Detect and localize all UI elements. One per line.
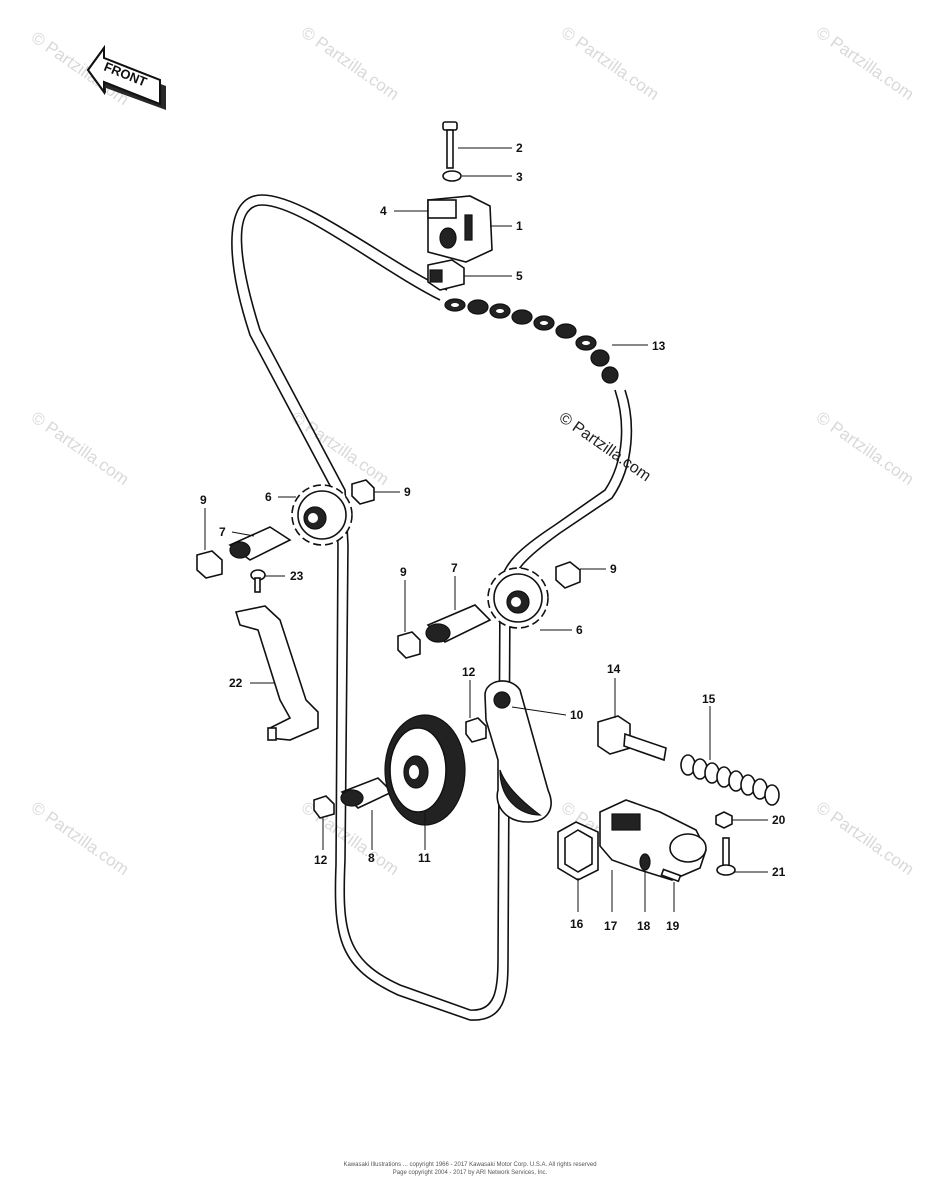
chain-guide-bracket-part-1 bbox=[427, 195, 493, 263]
tensioner-body-part-17 bbox=[599, 799, 707, 881]
gasket-part-16 bbox=[557, 821, 599, 881]
leader-lines bbox=[204, 147, 768, 912]
callout-8: 8 bbox=[368, 851, 375, 865]
callout-11: 11 bbox=[418, 851, 431, 865]
cam-chain bbox=[231, 194, 633, 1021]
push-rod-part-14 bbox=[597, 715, 667, 762]
callout-4: 4 bbox=[380, 204, 387, 218]
copyright-line-2: Page copyright 2004 - 2017 by ARI Networ… bbox=[393, 1170, 548, 1176]
callout-9: 9 bbox=[404, 485, 411, 499]
block-part-12-mid bbox=[465, 717, 487, 743]
callout-17: 17 bbox=[604, 919, 618, 933]
callout-20: 20 bbox=[772, 813, 786, 827]
callout-2: 2 bbox=[516, 141, 523, 155]
watermark: © Partzilla.com bbox=[558, 23, 663, 104]
callout-23: 23 bbox=[290, 569, 304, 583]
callout-9: 9 bbox=[610, 562, 617, 576]
watermark: © Partzilla.com bbox=[288, 408, 393, 489]
callout-10: 10 bbox=[570, 708, 584, 722]
callout-12: 12 bbox=[462, 665, 476, 679]
bolt-part-2 bbox=[442, 121, 458, 169]
front-arrow: FRONT bbox=[86, 44, 166, 110]
callout-7: 7 bbox=[451, 561, 458, 575]
callout-21: 21 bbox=[772, 865, 786, 879]
watermark: © Partzilla.com bbox=[298, 23, 403, 104]
callout-5: 5 bbox=[516, 269, 523, 283]
shaft-part-7-right bbox=[425, 604, 492, 643]
copyright-line-1: Kawasaki Illustrations ... copyright 196… bbox=[343, 1162, 596, 1168]
chain-links bbox=[444, 298, 619, 384]
callout-13: 13 bbox=[652, 339, 666, 353]
tensioner-arm-part-10 bbox=[484, 680, 552, 823]
block-part-9-upper bbox=[351, 479, 375, 505]
block-part-9-mid bbox=[397, 631, 421, 659]
watermark: © Partzilla.com bbox=[28, 408, 133, 489]
watermark: © Partzilla.com bbox=[813, 408, 918, 489]
bracket-part-22 bbox=[234, 605, 319, 741]
callout-7: 7 bbox=[219, 525, 226, 539]
callout-18: 18 bbox=[637, 919, 651, 933]
watermark: © Partzilla.com bbox=[28, 798, 133, 879]
rubber-block-part-5 bbox=[427, 259, 465, 291]
callout-9: 9 bbox=[200, 493, 207, 507]
washer-part-18 bbox=[639, 853, 651, 871]
block-part-9-left bbox=[196, 550, 223, 579]
sprocket-part-6-right bbox=[487, 567, 549, 629]
block-part-9-right bbox=[555, 561, 581, 589]
callout-1: 1 bbox=[516, 219, 523, 233]
watermark: © Partzilla.com bbox=[813, 23, 918, 104]
nut-part-20 bbox=[715, 811, 733, 829]
center-watermark: © Partzilla.com bbox=[556, 409, 654, 485]
watermarks: © Partzilla.com © Partzilla.com © Partzi… bbox=[28, 23, 918, 879]
bolt-part-21 bbox=[716, 837, 736, 876]
callout-6: 6 bbox=[265, 490, 272, 504]
watermark: © Partzilla.com bbox=[813, 798, 918, 879]
callout-22: 22 bbox=[229, 676, 243, 690]
callout-6: 6 bbox=[576, 623, 583, 637]
callout-16: 16 bbox=[570, 917, 584, 931]
callout-9: 9 bbox=[400, 565, 407, 579]
block-part-12-left bbox=[313, 795, 335, 819]
shaft-part-8 bbox=[340, 777, 394, 809]
callout-14: 14 bbox=[607, 662, 621, 676]
callout-12: 12 bbox=[314, 853, 328, 867]
callout-19: 19 bbox=[666, 919, 680, 933]
callout-numbers: 2 3 4 1 5 13 9 6 9 7 23 9 7 9 6 14 12 22… bbox=[200, 141, 786, 933]
spring-part-15 bbox=[680, 754, 780, 806]
callout-3: 3 bbox=[516, 170, 523, 184]
bolt-part-23 bbox=[250, 569, 266, 593]
washer-part-3 bbox=[442, 170, 462, 182]
guide-wheel-part-11 bbox=[384, 714, 466, 826]
shaft-part-7-left bbox=[228, 526, 292, 561]
sprocket-part-6-left bbox=[291, 484, 353, 546]
callout-15: 15 bbox=[702, 692, 716, 706]
bolt-part-19 bbox=[660, 868, 682, 883]
